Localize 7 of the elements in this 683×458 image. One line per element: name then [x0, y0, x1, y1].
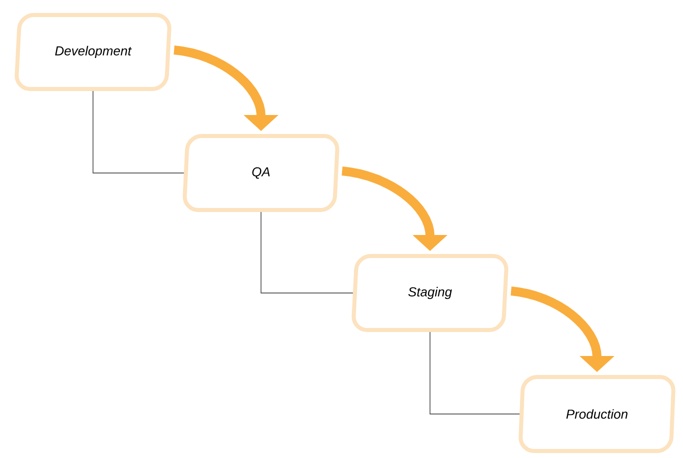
- connector-line: [92, 90, 184, 174]
- process-box: Production: [518, 374, 676, 453]
- process-box: Staging: [352, 254, 508, 332]
- process-box: QA: [182, 134, 340, 212]
- connector-line: [260, 212, 354, 294]
- process-box: Development: [14, 13, 172, 91]
- connector-line: [430, 332, 520, 414]
